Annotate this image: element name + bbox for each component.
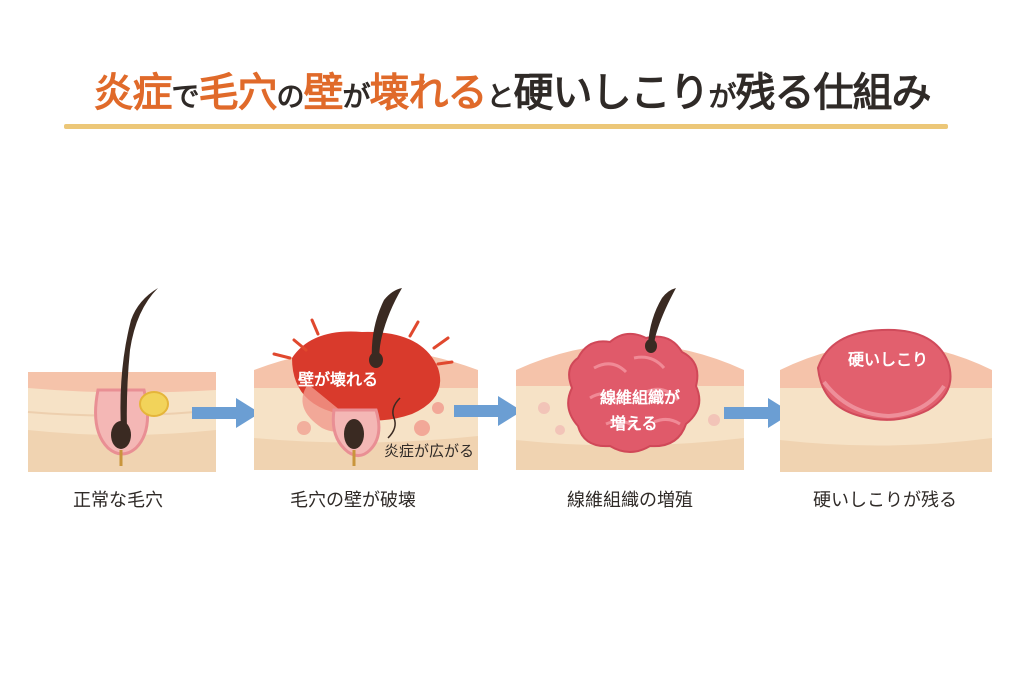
title-part: で xyxy=(171,80,199,113)
title-part: 硬いしこり xyxy=(513,70,710,116)
normal-pore-illustration xyxy=(27,288,217,472)
arrow-right-icon xyxy=(454,396,522,426)
title-part: 壁 xyxy=(303,70,343,116)
title-part: 炎症 xyxy=(93,70,172,116)
title-part: と xyxy=(486,80,515,113)
title-part: の xyxy=(276,80,304,113)
caption-fibrous-growth: 線維組織の増殖 xyxy=(567,490,693,511)
arrow-right-icon xyxy=(192,398,260,428)
title-part: 残る仕組み xyxy=(735,70,932,116)
label-fibrous-line1: 線維組織が xyxy=(600,388,681,407)
label-wall-breaks: 壁が壊れる xyxy=(298,370,379,389)
caption-wall-destroyed: 毛穴の壁が破壊 xyxy=(290,490,416,511)
label-fibrous-line2: 増える xyxy=(610,414,658,433)
title-part: が xyxy=(708,80,737,113)
arrow-right-icon xyxy=(724,398,792,428)
hard-lump-illustration xyxy=(780,328,992,472)
caption-hard-lump: 硬いしこりが残る xyxy=(813,490,957,511)
panel-wall-destroyed xyxy=(252,288,480,476)
panel-normal-pore xyxy=(26,280,218,476)
panel-fibrous-growth xyxy=(514,288,746,476)
panel-hard-lump xyxy=(778,312,994,476)
label-hard-lump: 硬いしこり xyxy=(848,350,929,369)
title-part: が xyxy=(342,80,370,113)
title-underline xyxy=(64,124,948,129)
fibrous-growth-illustration xyxy=(516,288,744,470)
title-part: 毛穴 xyxy=(198,70,277,116)
note-inflammation-spreads: 炎症が広がる xyxy=(384,442,475,460)
caption-normal-pore: 正常な毛穴 xyxy=(73,490,163,511)
wall-destroyed-illustration xyxy=(254,288,478,470)
page-title: 炎症で毛穴の壁が壊れると硬いしこりが残る仕組み xyxy=(0,68,1024,122)
title-part: 壊れる xyxy=(369,70,488,116)
